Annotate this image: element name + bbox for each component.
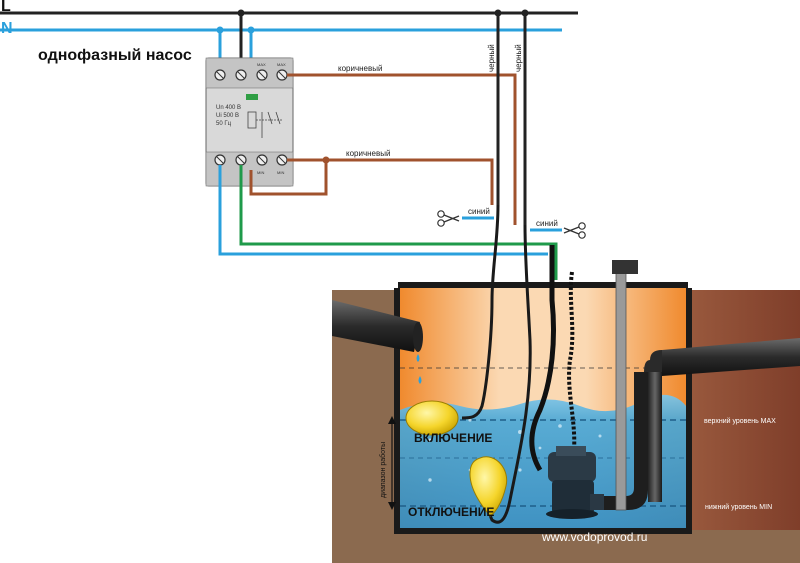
switch-off-label: ОТКЛЮЧЕНИЕ	[408, 505, 494, 519]
water-body	[400, 394, 686, 528]
outflow-pipe	[600, 338, 800, 510]
guide-rail	[615, 261, 627, 511]
device-spec-voltage: Un 400 В	[216, 105, 241, 111]
soil-right	[684, 290, 800, 563]
blue-wire-left-label: синий	[468, 207, 490, 216]
soil-ground	[332, 290, 400, 563]
terminal-label-top-max-2: МАХ	[277, 62, 286, 67]
brown-wire-top	[287, 73, 517, 225]
float-cable-upper	[461, 204, 500, 420]
brown-wire-loop	[249, 160, 328, 196]
working-range-indicator	[388, 416, 396, 510]
inflow-pipe	[332, 300, 423, 352]
terminal-label-bottom-min-2: MIN	[277, 170, 284, 175]
working-range-label: диапазон работы	[379, 442, 387, 498]
min-level-label: нижний уровень MIN	[705, 503, 772, 511]
ground-wire	[239, 165, 558, 280]
black-wire-left-label: черный	[487, 44, 496, 72]
neutral-label: N	[1, 20, 13, 37]
pump-chain	[567, 271, 577, 451]
scissors-icon-right	[563, 222, 586, 239]
float-switch-upper	[405, 400, 459, 436]
brown-wire-bottom-label: коричневый	[346, 149, 390, 158]
level-relay-device: МАХ МАХ Un 400 В Ui 500 В 50 Гц MIN MIN	[205, 57, 294, 187]
black-wire-right-label: черный	[514, 44, 523, 72]
device-spec-frequency: 50 Гц	[216, 121, 232, 127]
max-level-label: верхний уровень MAX	[704, 417, 776, 425]
pump-title: однофазный насос	[38, 47, 192, 64]
site-watermark: www.vodoprovod.ru	[541, 530, 647, 544]
phase-label: L	[1, 0, 11, 15]
device-spec-insulation: Ui 500 В	[216, 113, 239, 119]
water-drops	[416, 354, 422, 384]
guide-rail-cap	[612, 260, 638, 274]
float-switch-lower	[469, 456, 508, 517]
terminal-label-top-max-1: МАХ	[257, 62, 266, 67]
neutral-return-wire	[218, 165, 548, 256]
pump-power-cable	[529, 245, 556, 472]
submersible-pump	[546, 446, 604, 519]
brown-wire-top-label: коричневый	[338, 64, 382, 73]
blue-wire-right-label: синий	[536, 219, 558, 228]
switch-on-label: ВКЛЮЧЕНИЕ	[414, 431, 492, 445]
brown-junction	[322, 156, 330, 164]
brown-wire-bottom	[287, 158, 494, 205]
soil-bottom	[332, 530, 800, 563]
scissors-icon-left	[437, 210, 460, 227]
terminal-label-bottom-min-1: MIN	[257, 170, 264, 175]
